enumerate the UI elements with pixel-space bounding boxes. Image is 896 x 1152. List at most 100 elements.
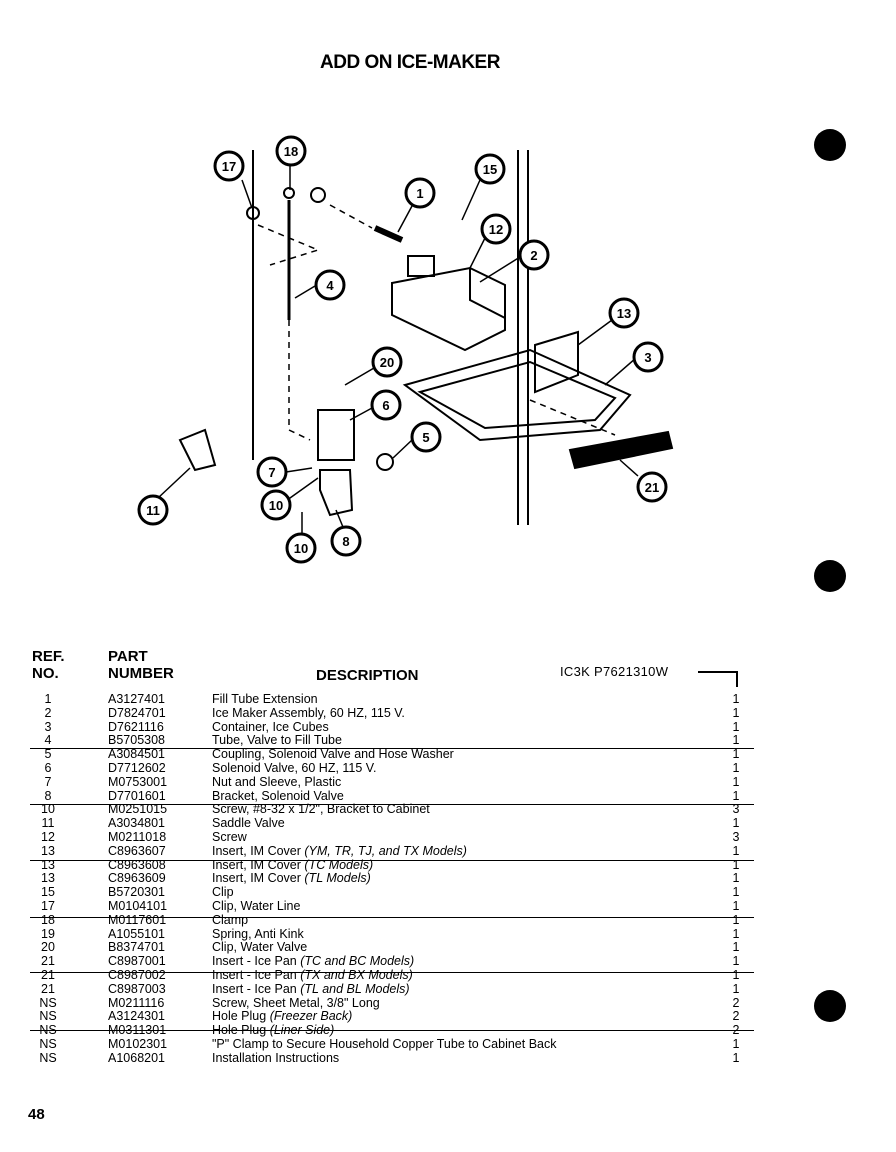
description: Tube, Valve to Fill Tube: [212, 733, 342, 748]
description-text: Clamp: [212, 912, 249, 927]
description-text: Tube, Valve to Fill Tube: [212, 733, 342, 748]
description-model-note: (TX and BX Models): [300, 967, 413, 982]
quantity: 3: [732, 802, 740, 817]
description-model-note: (TC and BC Models): [300, 954, 415, 969]
part-number: C8963609: [108, 871, 166, 886]
description: Insert - Ice Pan (TC and BC Models): [212, 954, 415, 969]
ref-number: 21: [41, 954, 55, 969]
ref-number: 3: [44, 719, 52, 734]
description: Hole Plug (Freezer Back): [212, 1009, 352, 1024]
part-number: M0251015: [108, 802, 168, 817]
part-number: M0211116: [108, 995, 165, 1010]
part-number: D7621116: [108, 719, 164, 734]
svg-text:11: 11: [146, 503, 160, 518]
callout-12: 12: [480, 213, 512, 245]
description-text: Saddle Valve: [212, 816, 285, 831]
clamp-shape: [283, 187, 295, 199]
ref-number: NS: [39, 1009, 57, 1024]
part-number: B5705308: [108, 733, 166, 748]
binder-hole: [814, 560, 846, 592]
quantity: 2: [732, 995, 740, 1010]
description: Fill Tube Extension: [212, 692, 318, 707]
svg-text:10: 10: [294, 541, 308, 556]
part-number: B5720301: [108, 885, 166, 900]
model-number: IC3K P7621310W: [560, 664, 669, 679]
svg-text:8: 8: [342, 534, 349, 549]
description: Ice Maker Assembly, 60 HZ, 115 V.: [212, 706, 405, 721]
description: Clamp: [212, 912, 249, 928]
table-row: 3 D7621116 Container, Ice Cubes 1: [30, 719, 750, 735]
ref-number: NS: [39, 1036, 57, 1051]
quantity: 1: [732, 1036, 740, 1051]
part-number: A3124301: [108, 1009, 166, 1024]
table-row: 5 A3084501 Coupling, Solenoid Valve and Ho…: [30, 747, 750, 762]
row-divider: [30, 804, 754, 805]
quantity: 1: [732, 733, 740, 748]
description: Bracket, Solenoid Valve: [212, 789, 344, 804]
description-model-note: (TL Models): [304, 871, 371, 886]
description-text: Installation Instructions: [212, 1050, 340, 1065]
quantity: 1: [732, 898, 740, 913]
description-text: Fill Tube Extension: [212, 692, 318, 706]
quantity: 1: [732, 871, 740, 886]
quantity: 1: [732, 954, 740, 969]
description: Nut and Sleeve, Plastic: [212, 774, 342, 790]
ref-number: 21: [41, 967, 55, 982]
svg-text:12: 12: [489, 222, 503, 237]
svg-text:15: 15: [483, 162, 497, 177]
solenoid-bracket: [319, 469, 354, 517]
description-text: Screw, #8-32 x 1/2", Bracket to Cabinet: [212, 802, 430, 817]
im-cover-insert: [534, 330, 579, 394]
part-number: C8963608: [108, 857, 166, 872]
description-text: Screw: [212, 829, 247, 844]
quantity: 1: [732, 719, 740, 734]
description: Spring, Anti Kink: [212, 927, 304, 942]
ref-number: 7: [44, 774, 52, 789]
ref-number: 18: [41, 912, 55, 927]
quantity: 2: [732, 1023, 740, 1038]
description: Clip, Water Valve: [212, 940, 307, 955]
ref-number: 20: [41, 940, 55, 955]
quantity: 3: [732, 829, 740, 844]
description: Insert - Ice Pan (TX and BX Models): [212, 967, 413, 983]
part-number: A3084501: [108, 747, 166, 762]
quantity: 1: [732, 705, 740, 720]
description-text: Container, Ice Cubes: [212, 719, 329, 734]
quantity: 1: [732, 788, 740, 803]
ice-maker-motor: [407, 255, 435, 277]
ref-number: 5: [44, 747, 52, 762]
description-text: Nut and Sleeve, Plastic: [212, 774, 342, 789]
description-text: Hole Plug: [212, 1009, 270, 1024]
description: Installation Instructions: [212, 1050, 340, 1066]
part-number: M0117601: [108, 912, 167, 927]
svg-text:5: 5: [422, 430, 429, 445]
svg-text:2: 2: [530, 248, 537, 263]
callout-21: 21: [636, 471, 668, 503]
callout-11: 11: [137, 494, 169, 526]
description-text: Coupling, Solenoid Valve and Hose Washer: [212, 747, 454, 762]
row-divider: [30, 748, 754, 749]
description-text: Clip, Water Line: [212, 898, 301, 913]
part-number: A3127401: [108, 692, 166, 706]
svg-text:10: 10: [269, 498, 283, 513]
ref-number: 13: [41, 843, 55, 858]
part-number: D7824701: [108, 705, 166, 720]
model-column-bracket: [698, 671, 738, 687]
svg-text:4: 4: [326, 278, 334, 293]
description: Screw: [212, 829, 247, 845]
part-number: A1068201: [108, 1050, 166, 1065]
screw-shape: [310, 187, 326, 203]
ref-number: 6: [44, 760, 52, 775]
